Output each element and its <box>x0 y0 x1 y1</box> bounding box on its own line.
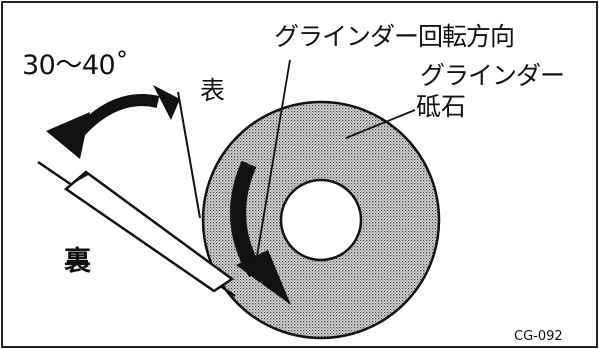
rotation-arrow <box>230 160 291 305</box>
rotation-direction-label: グラインダー回転方向 <box>274 22 515 51</box>
angle-reference-line <box>177 91 201 219</box>
front-side-label: 表 <box>200 76 226 105</box>
back-side-label: 裏 <box>64 246 91 277</box>
blade-tool <box>37 160 236 298</box>
grinder-label: グラインダー <box>420 61 565 90</box>
angle-double-arrow <box>46 85 180 159</box>
rotation-leader-line <box>254 59 291 269</box>
wheel-leader-line <box>345 109 416 139</box>
figure-code: CG-092 <box>514 329 563 344</box>
angle-label: 30〜40˚ <box>22 50 129 81</box>
grinding-wheel-label: 砥石 <box>416 92 467 121</box>
wheel-hub-hole <box>279 178 363 262</box>
